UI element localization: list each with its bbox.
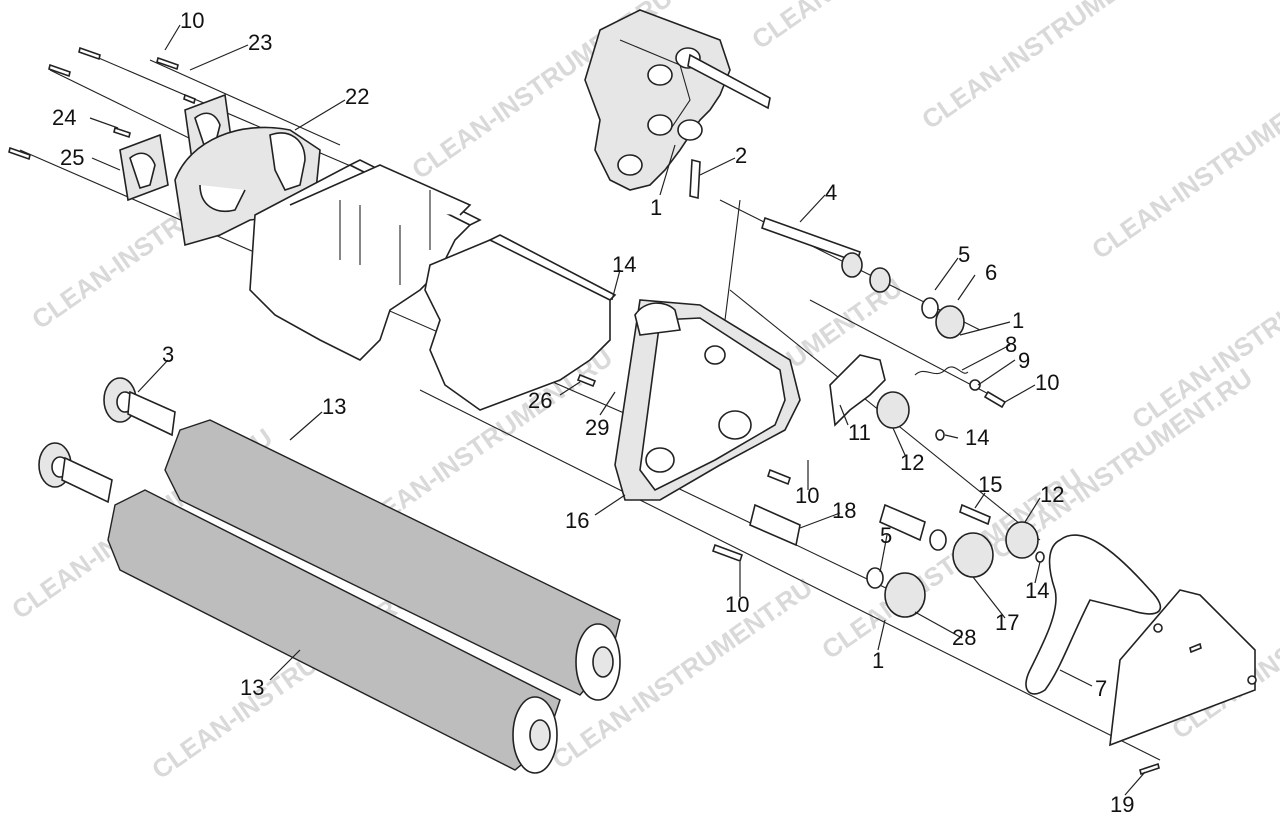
cover-plate — [1109, 589, 1257, 747]
frame-channel — [249, 159, 617, 411]
watermark-text: CLEAN-INSTRUMENT.RU — [746, 0, 1018, 55]
callout-label: 13 — [322, 394, 346, 419]
callout-label: 5 — [958, 242, 970, 267]
roller-lower — [107, 489, 561, 774]
callout-label: 25 — [60, 145, 84, 170]
callout-label: 7 — [1095, 676, 1107, 701]
callout-label: 2 — [735, 143, 747, 168]
roller-upper — [164, 419, 621, 701]
callout-label: 18 — [832, 498, 856, 523]
callout-label: 13 — [240, 675, 264, 700]
callout-label: 29 — [585, 415, 609, 440]
callout-label: 4 — [825, 180, 837, 205]
screws — [8, 46, 1202, 776]
callout-label: 12 — [1040, 482, 1064, 507]
side-plate — [614, 299, 801, 501]
callout-label: 1 — [872, 648, 884, 673]
watermark-text: CLEAN-INSTRUMENT.RU — [916, 0, 1188, 135]
callout-label: 19 — [1110, 792, 1134, 817]
callout-label: 11 — [848, 420, 871, 445]
callout-label: 1 — [1012, 308, 1024, 333]
shaft-end-lower — [38, 442, 113, 504]
callout-label: 24 — [52, 105, 76, 130]
callout-label: 1 — [650, 195, 662, 220]
callout-label: 23 — [248, 30, 272, 55]
callout-label: 14 — [612, 252, 636, 277]
callout-label: 8 — [1005, 332, 1017, 357]
callout-label: 14 — [1025, 578, 1049, 603]
callout-label: 15 — [978, 472, 1002, 497]
callout-label: 5 — [880, 523, 892, 548]
callout-label: 12 — [900, 450, 924, 475]
drive-belt — [1025, 534, 1162, 695]
right-parts — [576, 216, 1045, 618]
callout-label: 17 — [995, 610, 1019, 635]
callout-labels: 10 23 22 24 25 2 1 4 5 6 1 14 8 9 10 3 1… — [52, 8, 1134, 817]
callout-label: 10 — [795, 483, 819, 508]
callout-label: 26 — [528, 388, 552, 413]
callout-label: 3 — [162, 342, 174, 367]
callout-label: 10 — [1035, 370, 1059, 395]
callout-label: 16 — [565, 508, 589, 533]
leader-lines — [89, 24, 1146, 796]
callout-label: 6 — [985, 260, 997, 285]
callout-label: 10 — [180, 8, 204, 33]
top-housing — [584, 9, 771, 200]
watermark-text: CLEAN-INSTRUMENT.RU — [1086, 62, 1280, 265]
callout-label: 10 — [725, 592, 749, 617]
callout-label: 14 — [965, 425, 989, 450]
callout-label: 9 — [1018, 348, 1030, 373]
callout-label: 22 — [345, 84, 369, 109]
callout-label: 28 — [952, 625, 976, 650]
shaft-end-upper — [103, 377, 176, 437]
